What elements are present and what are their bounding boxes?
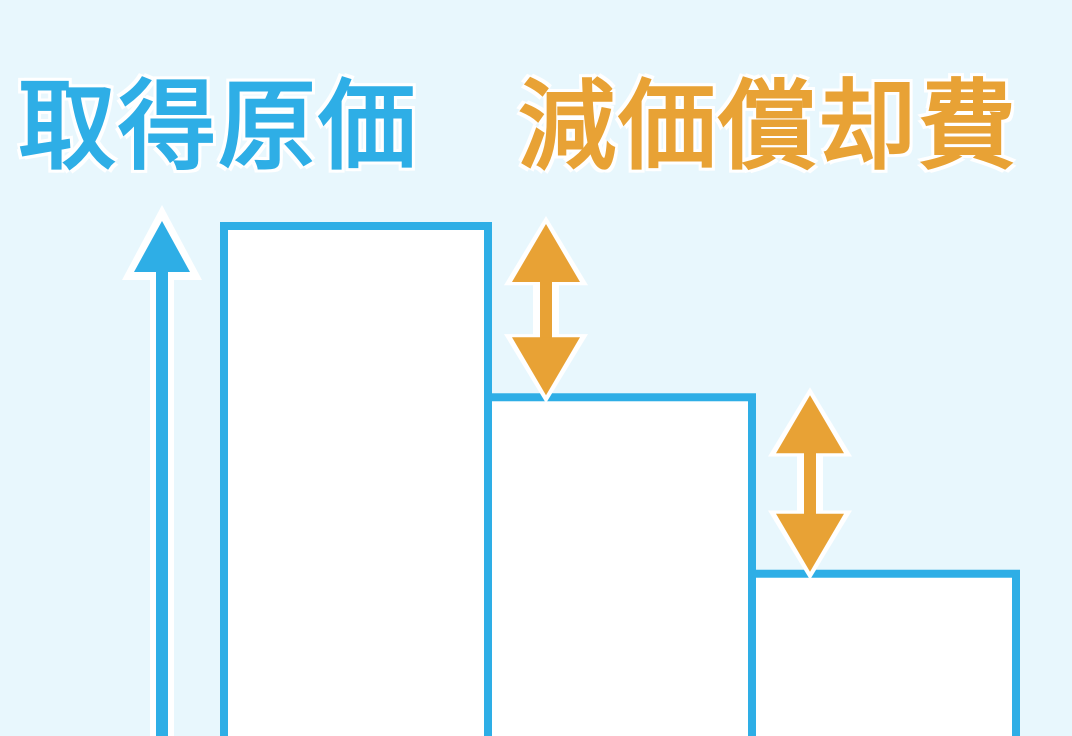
acquisition-cost-label: 取得原価 bbox=[18, 70, 419, 184]
value-bar bbox=[748, 569, 1020, 736]
depreciation-arrow-head-up bbox=[512, 224, 580, 282]
depreciation-arrow-icon bbox=[768, 387, 852, 580]
value-bar bbox=[484, 393, 756, 736]
depreciation-arrow-head-down bbox=[512, 337, 580, 396]
depreciation-arrows-group bbox=[504, 216, 852, 580]
value-axis-arrow-icon bbox=[122, 205, 202, 736]
depreciation-arrow-head-up bbox=[776, 395, 844, 454]
value-axis-head bbox=[134, 221, 190, 272]
depreciation-expense-label: 減価償却費 bbox=[518, 70, 1019, 184]
bars-group bbox=[220, 222, 1020, 736]
depreciation-arrow-head-down bbox=[776, 513, 844, 572]
depreciation-arrow-icon bbox=[504, 216, 588, 404]
value-bar bbox=[220, 222, 492, 736]
